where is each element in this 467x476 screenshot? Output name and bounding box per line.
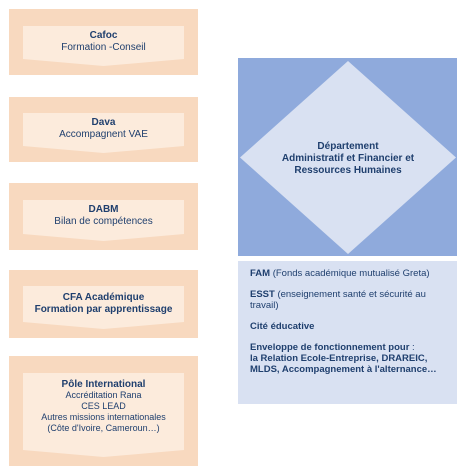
card-cfa: CFA Académique Formation par apprentissa… xyxy=(9,270,198,338)
info-cite: Cité éducative xyxy=(250,321,447,332)
banner-dabm: DABM Bilan de compétences xyxy=(23,200,184,241)
info-box: FAM (Fonds académique mutualisé Greta) E… xyxy=(238,261,457,404)
info-fam-lead: FAM xyxy=(250,268,271,279)
card-title: CFA Académique xyxy=(62,292,145,303)
banner-pole-international: Pôle International Accréditation Rana CE… xyxy=(23,373,184,457)
card-title: Dava xyxy=(91,117,116,128)
info-enveloppe-text: la Relation Ecole-Entreprise, DRAREIC, M… xyxy=(250,353,437,375)
banner-cafoc: Cafoc Formation -Conseil xyxy=(23,26,184,66)
card-line: CES LEAD xyxy=(81,401,126,411)
info-enveloppe-colon: : xyxy=(409,342,415,353)
card-line: Autres missions internationales xyxy=(41,412,166,422)
banner-cfa: CFA Académique Formation par apprentissa… xyxy=(23,286,184,329)
info-cite-lead: Cité éducative xyxy=(250,321,315,332)
card-subtitle: Formation par apprentissage xyxy=(34,304,173,315)
card-dabm: DABM Bilan de compétences xyxy=(9,183,198,250)
card-cafoc: Cafoc Formation -Conseil xyxy=(9,9,198,75)
info-fam-text: (Fonds académique mutualisé Greta) xyxy=(270,268,430,279)
card-title: Cafoc xyxy=(89,30,118,41)
card-line: (Côte d'Ivoire, Cameroun…) xyxy=(47,423,160,433)
banner-dava: Dava Accompagnent VAE xyxy=(23,113,184,153)
info-fam: FAM (Fonds académique mutualisé Greta) xyxy=(250,268,447,279)
diamond-shape xyxy=(240,61,456,254)
card-subtitle: Formation -Conseil xyxy=(61,42,146,53)
card-dava: Dava Accompagnent VAE xyxy=(9,97,198,162)
info-esst-lead: ESST xyxy=(250,289,275,300)
card-title: Pôle International xyxy=(61,379,146,390)
info-enveloppe-lead: Enveloppe de fonctionnement pour xyxy=(250,342,410,353)
department-line-3: Ressources Humaines xyxy=(294,165,402,176)
department-diamond: Département Administratif et Financier e… xyxy=(240,61,456,254)
card-title: DABM xyxy=(88,204,119,215)
department-line-2: Administratif et Financier et xyxy=(281,153,415,164)
info-enveloppe: Enveloppe de fonctionnement pour : la Re… xyxy=(250,342,447,375)
card-pole-international: Pôle International Accréditation Rana CE… xyxy=(9,356,198,466)
card-subtitle: Accompagnent VAE xyxy=(59,129,148,140)
card-line: Accréditation Rana xyxy=(65,390,142,400)
department-label: Département Administratif et Financier e… xyxy=(240,141,456,177)
card-subtitle: Bilan de compétences xyxy=(54,216,153,227)
department-line-1: Département xyxy=(317,141,379,152)
info-esst-text: (enseignement santé et sécurité au trava… xyxy=(250,289,426,311)
info-esst: ESST (enseignement santé et sécurité au … xyxy=(250,289,447,311)
